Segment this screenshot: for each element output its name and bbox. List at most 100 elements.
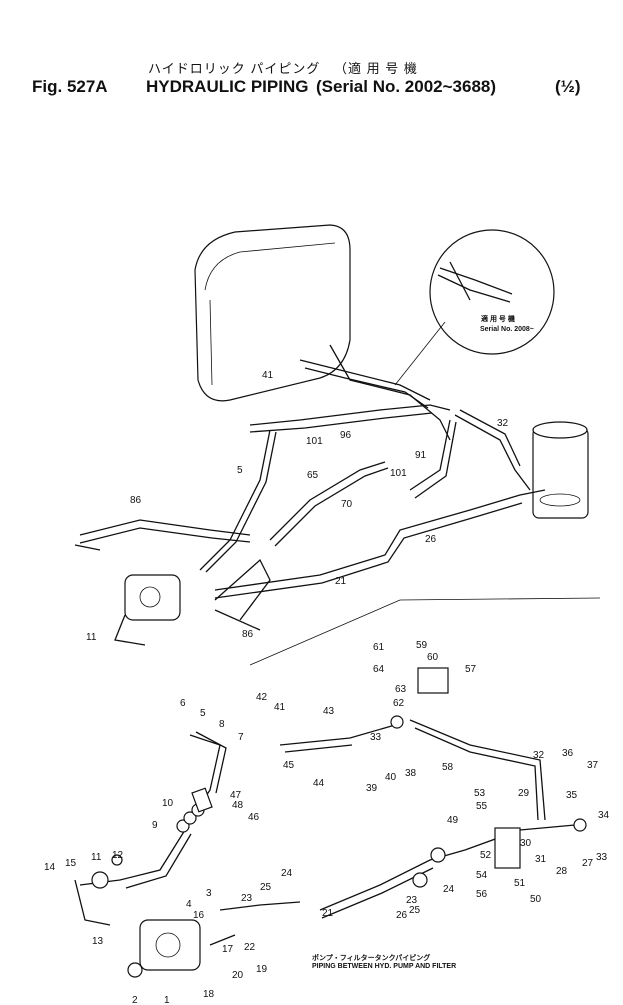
detail-pipes: [74, 719, 576, 946]
detail-bracket: [417, 667, 521, 869]
callout-detail-23: 23: [241, 893, 253, 904]
callout-detail-32: 32: [533, 750, 545, 761]
callout-top-101: 101: [390, 468, 407, 479]
callout-detail-62: 62: [393, 698, 405, 709]
callout-detail-60: 60: [427, 652, 439, 663]
callout-detail-16: 16: [193, 910, 205, 921]
callout-detail-11: 11: [91, 852, 102, 863]
callout-detail-1: 1: [164, 995, 170, 1005]
callout-detail-8: 8: [219, 719, 225, 730]
callout-detail-56: 56: [476, 889, 488, 900]
upper-pipes: [74, 344, 546, 631]
callout-detail-23: 23: [406, 895, 418, 906]
callout-top-5: 5: [237, 465, 243, 476]
callout-detail-12: 12: [112, 850, 124, 861]
callout-detail-33: 33: [596, 852, 608, 863]
callout-detail-41: 41: [274, 702, 286, 713]
callout-detail-58: 58: [442, 762, 454, 773]
callout-detail-40: 40: [385, 772, 397, 783]
callout-detail-59: 59: [416, 640, 428, 651]
callout-detail-31: 31: [535, 854, 547, 865]
callout-top-21: 21: [335, 576, 347, 587]
callout-detail-63: 63: [395, 684, 407, 695]
callout-detail-53: 53: [474, 788, 486, 799]
callout-detail-13: 13: [92, 936, 104, 947]
inset-caption: Serial No. 2008~: [480, 326, 534, 333]
callout-detail-15: 15: [65, 858, 77, 869]
callout-detail-52: 52: [480, 850, 492, 861]
callout-detail-51: 51: [514, 878, 526, 889]
callout-detail-25: 25: [260, 882, 272, 893]
callout-detail-22: 22: [244, 942, 256, 953]
separator-line-2: [399, 597, 601, 601]
callout-detail-48: 48: [232, 800, 244, 811]
callout-detail-38: 38: [405, 768, 417, 779]
callout-detail-6: 6: [180, 698, 186, 709]
fig-label: Fig. 527A: [32, 77, 108, 96]
callout-detail-30: 30: [520, 838, 532, 849]
callout-detail-17: 17: [222, 944, 234, 955]
callout-detail-3: 3: [206, 888, 212, 899]
callout-top-65: 65: [307, 470, 319, 481]
callout-detail-14: 14: [44, 862, 56, 873]
callout-top-91: 91: [415, 450, 427, 461]
callout-detail-47: 47: [230, 790, 242, 801]
callout-detail-43: 43: [323, 706, 335, 717]
callout-detail-36: 36: [562, 748, 574, 759]
callout-detail-5: 5: [200, 708, 206, 719]
serial-range: (Serial No. 2002~3688): [316, 77, 497, 96]
callout-detail-10: 10: [162, 798, 174, 809]
callout-detail-54: 54: [476, 870, 488, 881]
callout-detail-57: 57: [465, 664, 477, 675]
callout-detail-7: 7: [238, 732, 244, 743]
callout-detail-46: 46: [248, 812, 260, 823]
callout-detail-2: 2: [132, 995, 138, 1005]
callout-detail-18: 18: [203, 989, 215, 1000]
callout-detail-20: 20: [232, 970, 244, 981]
hydraulic-pump-upper: [114, 574, 181, 646]
callout-detail-24: 24: [443, 884, 455, 895]
callout-detail-25: 25: [409, 905, 421, 916]
callout-detail-24: 24: [281, 868, 293, 879]
callout-detail-64: 64: [373, 664, 385, 675]
japanese-title: ハイドロリック パイピング: [148, 61, 321, 76]
inset-caption-jp: 適 用 号 機: [481, 314, 515, 323]
callout-detail-44: 44: [313, 778, 325, 789]
filter-canister: [532, 421, 589, 519]
callout-top-96: 96: [340, 430, 352, 441]
callout-detail-49: 49: [447, 815, 459, 826]
callout-detail-34: 34: [598, 810, 610, 821]
callout-top-26: 26: [425, 534, 437, 545]
callout-top-32: 32: [497, 418, 509, 429]
callout-detail-61: 61: [373, 642, 385, 653]
callout-detail-19: 19: [256, 964, 268, 975]
serial-inset: [394, 229, 555, 386]
callout-detail-55: 55: [476, 801, 488, 812]
callout-top-70: 70: [341, 499, 353, 510]
detail-fittings: [91, 715, 587, 889]
hydraulic-tank: [194, 224, 351, 402]
detail-caption-jp: ポンプ・フィルタータンクパイピング: [312, 953, 430, 962]
callout-top-41: 41: [262, 370, 274, 381]
callout-detail-37: 37: [587, 760, 599, 771]
callout-top-11: 11: [86, 632, 97, 643]
callout-top-86: 86: [130, 495, 142, 506]
japanese-serial: （適 用 号 機: [334, 61, 418, 76]
page-title: HYDRAULIC PIPING: [146, 77, 309, 96]
header: ハイドロリック パイピング （適 用 号 機 Fig. 527A HYDRAUL…: [0, 0, 623, 110]
callout-detail-9: 9: [152, 820, 158, 831]
callout-detail-39: 39: [366, 783, 378, 794]
callout-detail-33: 33: [370, 732, 382, 743]
callout-top-86: 86: [242, 629, 254, 640]
detail-caption: PIPING BETWEEN HYD. PUMP AND FILTER: [312, 963, 456, 970]
callout-detail-26: 26: [396, 910, 408, 921]
callout-detail-4: 4: [186, 899, 192, 910]
callout-detail-42: 42: [256, 692, 268, 703]
callout-detail-29: 29: [518, 788, 530, 799]
callout-detail-50: 50: [530, 894, 542, 905]
callout-detail-28: 28: [556, 866, 568, 877]
sheet-number: (½): [555, 77, 581, 96]
detail-pump: [127, 919, 201, 978]
